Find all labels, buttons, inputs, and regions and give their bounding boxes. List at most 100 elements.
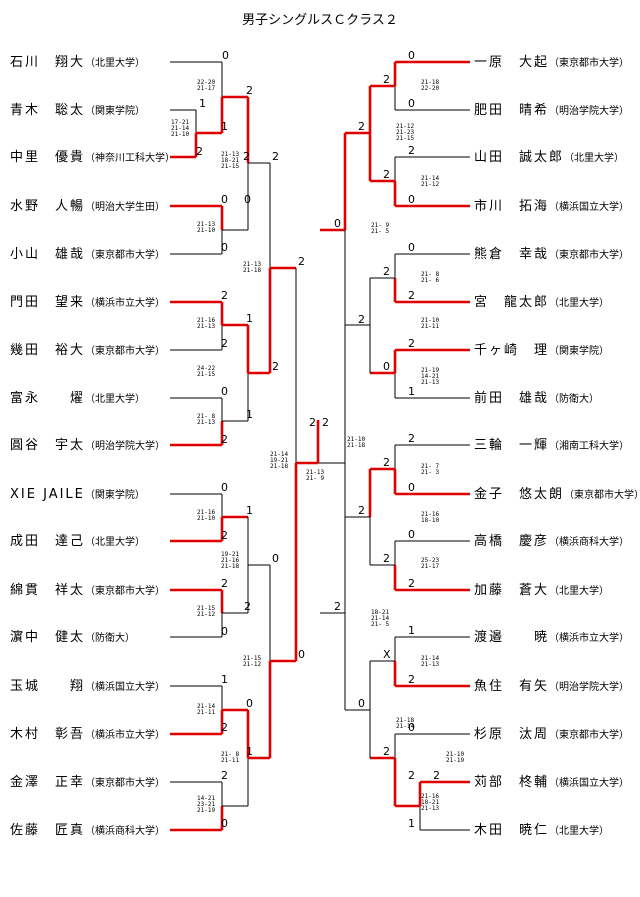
game-result: 2 [358, 313, 365, 326]
left-player-entry: 金澤 正幸（東京都市大学） [10, 773, 165, 792]
game-result: 0 [408, 49, 415, 62]
match-score: 21-16 18-21 21-13 [421, 793, 440, 812]
player-affiliation: （横浜国立大学） [549, 202, 630, 213]
player-affiliation: （神奈川工科大学） [85, 153, 176, 164]
right-player-entry: 前田 雄哉（防衛大） [474, 389, 599, 408]
player-name: 石川 翔大 [10, 55, 86, 70]
right-player-entry: 山田 誠太郎（北里大学） [474, 148, 624, 167]
game-result: 1 [408, 385, 415, 398]
game-result: 1 [199, 97, 206, 110]
player-name: XIE JAILE [10, 487, 85, 502]
game-result: 0 [221, 241, 228, 254]
left-player-entry: 綿貫 祥太（東京都市大学） [10, 581, 165, 600]
player-name: 門田 望来 [10, 295, 86, 310]
game-result: 1 [221, 673, 228, 686]
game-result: 2 [196, 145, 203, 158]
game-result: 0 [358, 697, 365, 710]
player-name: 綿貫 祥太 [10, 583, 86, 598]
player-affiliation: （北里大学） [549, 586, 610, 597]
player-affiliation: （北里大学） [549, 826, 610, 837]
player-name: 前田 雄哉 [474, 391, 550, 406]
player-name: 苅部 柊輔 [474, 775, 550, 790]
game-result: 2 [221, 529, 228, 542]
game-result: 0 [408, 528, 415, 541]
game-result: 2 [408, 337, 415, 350]
player-affiliation: （東京都市大学） [549, 730, 630, 741]
left-player-entry: 富永 燿（北里大学） [10, 389, 145, 408]
left-player-entry: 玉城 翔（横浜国立大学） [10, 677, 165, 696]
game-result: 2 [383, 745, 390, 758]
match-score: 21-10 21-18 [347, 436, 366, 449]
game-result: 2 [358, 504, 365, 517]
game-result: 2 [322, 416, 329, 429]
player-affiliation: （北里大学） [549, 298, 610, 309]
game-result: 2 [309, 416, 316, 429]
match-score: 14-21 23-21 21-19 [197, 795, 216, 814]
match-score: 21-16 21-13 [197, 317, 216, 330]
left-player-entry: 木村 彰吾（横浜市立大学） [10, 725, 165, 744]
match-score: 21-13 21-10 [197, 221, 216, 234]
game-result: 2 [408, 289, 415, 302]
player-affiliation: （明治学院大学） [549, 682, 630, 693]
game-result: 0 [221, 385, 228, 398]
match-score: 24-22 21-15 [197, 365, 216, 378]
player-affiliation: （横浜市立大学） [85, 730, 166, 741]
match-score: 21-14 19-21 21-18 [270, 451, 289, 470]
game-result: 0 [246, 697, 253, 710]
match-score: 19-21 21-16 21-18 [221, 551, 240, 570]
right-player-entry: 渡邉 暁（横浜市立大学） [474, 628, 629, 647]
match-score: 18-21 21-14 21- 5 [371, 609, 390, 628]
player-name: 富永 燿 [10, 391, 86, 406]
player-name: 高橋 慶彦 [474, 534, 550, 549]
match-score: 21-13 21- 9 [306, 469, 325, 482]
player-name: 金澤 正幸 [10, 775, 86, 790]
game-result: 1 [246, 745, 253, 758]
left-player-entry: 青木 聡太（関東学院） [10, 101, 145, 120]
game-result: 2 [221, 289, 228, 302]
game-result: 2 [246, 84, 253, 97]
player-name: 加藤 蒼大 [474, 583, 550, 598]
player-name: 一原 大起 [474, 55, 550, 70]
right-player-entry: 杉原 汰周（東京都市大学） [474, 725, 629, 744]
left-player-entry: 圓谷 宇太（明治学院大学） [10, 436, 165, 455]
player-affiliation: （東京都市大学） [85, 586, 166, 597]
player-name: 熊倉 幸哉 [474, 247, 550, 262]
player-affiliation: （関東学院） [84, 490, 145, 501]
match-score: 21- 8 21-13 [197, 413, 216, 426]
match-score: 21-10 21-11 [421, 317, 440, 330]
match-score: 21- 8 21- 6 [421, 271, 440, 284]
player-name: 杉原 汰周 [474, 727, 550, 742]
right-player-entry: 苅部 柊輔（横浜国立大学） [474, 773, 629, 792]
player-name: 肥田 晴希 [474, 103, 550, 118]
match-score: 21-14 21-12 [421, 175, 440, 188]
player-affiliation: （東京都市大学） [549, 58, 630, 69]
game-result: X [383, 648, 391, 661]
left-player-entry: 幾田 裕大（東京都市大学） [10, 341, 165, 360]
game-result: 2 [334, 600, 341, 613]
match-score: 25-23 21-17 [421, 557, 440, 570]
game-result: 0 [298, 648, 305, 661]
player-affiliation: （東京都市大学） [85, 250, 166, 261]
left-player-entry: 小山 雄哉（東京都市大学） [10, 245, 165, 264]
game-result: 0 [221, 481, 228, 494]
right-player-entry: 加藤 蒼大（北里大学） [474, 581, 609, 600]
player-affiliation: （北里大学） [564, 153, 625, 164]
game-result: 2 [408, 673, 415, 686]
game-result: 0 [221, 817, 228, 830]
game-result: 2 [244, 600, 251, 613]
game-result: 2 [383, 168, 390, 181]
match-score: 17-21 21-14 21-10 [171, 119, 190, 138]
player-name: 中里 優貴 [10, 150, 86, 165]
match-score: 21-16 18-10 [421, 511, 440, 524]
right-player-entry: 千ヶ崎 理（関東学院） [474, 341, 609, 360]
game-result: 2 [221, 721, 228, 734]
left-player-entry: 門田 望来（横浜市立大学） [10, 293, 165, 312]
match-score: 21-13 21-18 [243, 261, 262, 274]
player-affiliation: （湘南工科大学） [549, 441, 630, 452]
player-affiliation: （横浜商科大学） [85, 826, 166, 837]
left-player-entry: 濵中 健太（防衛大） [10, 628, 135, 647]
player-name: 濵中 健太 [10, 630, 86, 645]
right-player-entry: 三輪 一輝（湘南工科大学） [474, 436, 629, 455]
match-score: 21-10 21-19 [446, 751, 465, 764]
